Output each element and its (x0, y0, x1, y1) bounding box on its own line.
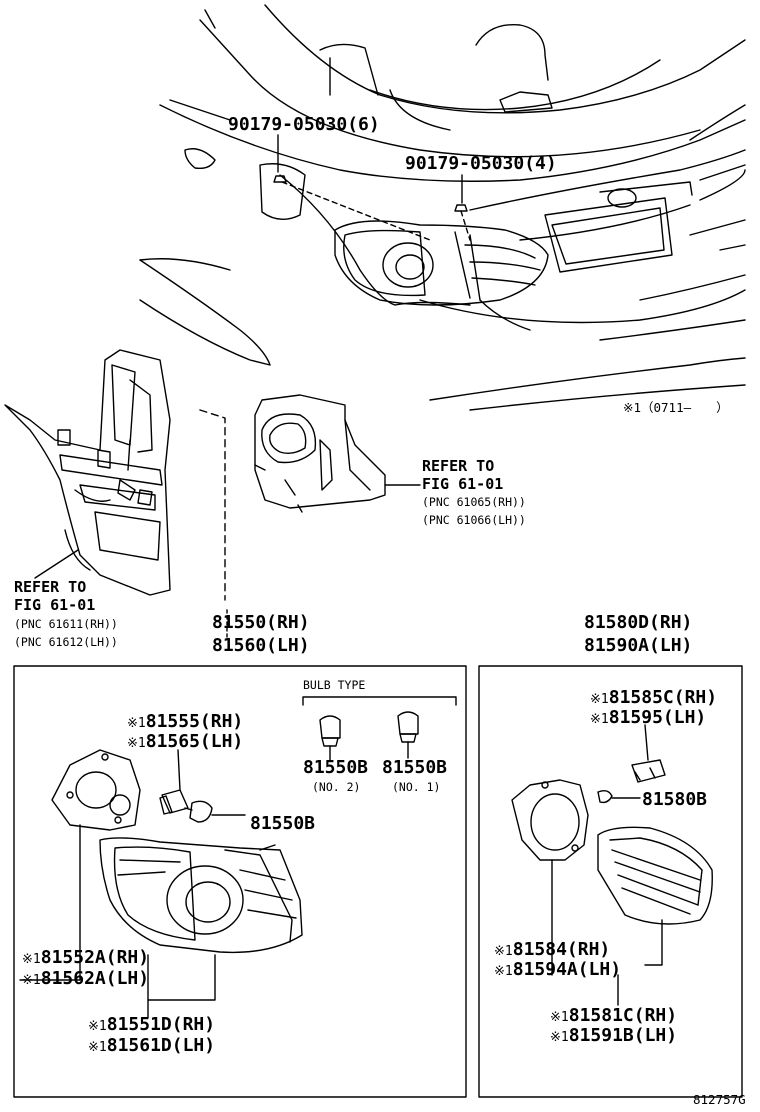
left-socket-rh: 81555(RH) (145, 711, 244, 732)
mark-1: ※1 (590, 712, 609, 727)
bolt-label-left: 90179-05030(6) (228, 114, 380, 135)
left-gasket-rh-label: ※181552A(RH) (22, 949, 149, 967)
mark-1: ※1 (550, 1030, 569, 1045)
right-trim-cover-illustration (254, 394, 421, 513)
right-lens-rh: 81581C(RH) (568, 1005, 678, 1026)
mark-1: ※1 (550, 1010, 569, 1025)
bulb-type-note-1: (NO. 2) (312, 780, 361, 794)
right-gasket-lh-label: ※181594A(LH) (494, 961, 621, 979)
assembly-left-rh: 81550(RH) (212, 612, 310, 633)
left-gasket-lh: 81562A(LH) (40, 968, 150, 989)
right-lens-rh-label: ※181581C(RH) (550, 1007, 677, 1025)
right-socket-rh: 81585C(RH) (608, 687, 718, 708)
refer-right-pnc-lh: (PNC 61066(LH)) (422, 513, 526, 527)
right-gasket-rh-label: ※181584(RH) (494, 941, 610, 959)
left-assembly-box (13, 665, 467, 1098)
right-socket-lh: 81595(LH) (608, 707, 707, 728)
bolt-label-right: 90179-05030(4) (405, 153, 557, 174)
left-lens-rh: 81551D(RH) (106, 1014, 216, 1035)
mark-1: ※1 (127, 716, 146, 731)
refer-left-pnc-lh: (PNC 61612(LH)) (14, 635, 118, 649)
refer-left-pnc-rh: (PNC 61611(RH)) (14, 617, 118, 631)
left-socket-lh: 81565(LH) (145, 731, 244, 752)
assembly-dashed-leader (199, 409, 226, 601)
left-socket-illustration (159, 749, 246, 823)
right-socket-lh-label: ※181595(LH) (590, 709, 706, 727)
assembly-right-lh: 81590A(LH) (584, 635, 693, 656)
right-socket-illustration (597, 724, 666, 804)
right-gasket-rh: 81584(RH) (512, 939, 611, 960)
mark-1: ※1 (494, 944, 513, 959)
bulb-type-part-1: 81550B (303, 757, 369, 778)
right-lens-illustration (597, 826, 713, 925)
right-gasket-illustration (511, 779, 589, 861)
mark-1: ※1 (127, 736, 146, 751)
left-lens-rh-label: ※181551D(RH) (88, 1016, 215, 1034)
left-trim-panel-illustration (4, 349, 171, 596)
refer-left-line2: FIG 61-01 (14, 596, 96, 614)
left-lens-lh: 81561D(LH) (106, 1035, 216, 1056)
left-gasket-lh-label: ※181562A(LH) (22, 970, 149, 988)
left-bulb-label: 81550B (250, 813, 316, 834)
bulb-type-note-2: (NO. 1) (392, 780, 441, 794)
mark-1: ※1 (494, 964, 513, 979)
refer-right-line1: REFER TO (422, 457, 495, 475)
left-lens-lh-label: ※181561D(LH) (88, 1037, 215, 1055)
mark-1: ※1 (88, 1019, 107, 1034)
bulb-type-part-2: 81550B (382, 757, 448, 778)
refer-right-line2: FIG 61-01 (422, 475, 504, 493)
mark-1: ※1 (88, 1040, 107, 1055)
bulb-type-bracket (302, 696, 457, 706)
right-assembly-box (478, 665, 743, 1098)
assembly-left-lh: 81560(LH) (212, 635, 310, 656)
left-gasket-illustration (51, 749, 141, 831)
right-lens-lh-label: ※181591B(LH) (550, 1027, 677, 1045)
left-gasket-rh: 81552A(RH) (40, 947, 150, 968)
right-bulb-label: 81580B (642, 789, 708, 810)
bulb-type-title: BULB TYPE (303, 678, 366, 692)
left-socket-lh-label: ※181565(LH) (127, 733, 243, 751)
mark-1: ※1 (590, 692, 609, 707)
mark-1: ※1 (22, 952, 41, 967)
left-lens-illustration (99, 837, 303, 954)
refer-left-line1: REFER TO (14, 578, 87, 596)
figure-code: 812757G (693, 1092, 746, 1107)
mark-1: ※1 (22, 973, 41, 988)
car-body-illustration (139, 4, 746, 411)
right-gasket-lh: 81594A(LH) (512, 959, 622, 980)
assembly-right-rh: 81580D(RH) (584, 612, 693, 633)
refer-right-pnc-rh: (PNC 61065(RH)) (422, 495, 526, 509)
right-lens-lh: 81591B(LH) (568, 1025, 678, 1046)
left-socket-rh-label: ※181555(RH) (127, 713, 243, 731)
bulb-type-illustrations (319, 711, 419, 761)
right-socket-rh-label: ※181585C(RH) (590, 689, 717, 707)
remark-note: ※1（0711– ） (623, 400, 729, 415)
